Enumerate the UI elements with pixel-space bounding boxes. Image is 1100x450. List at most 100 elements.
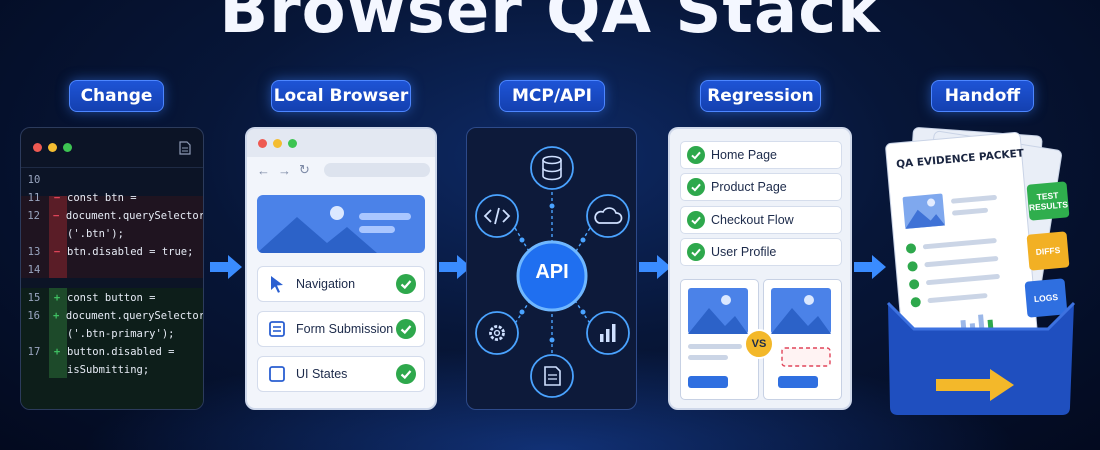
close-dot-icon bbox=[33, 143, 42, 152]
api-center-label: API bbox=[535, 261, 569, 283]
code-text: const btn = bbox=[67, 192, 137, 204]
api-center-node bbox=[516, 240, 588, 312]
code-line: 12−document.querySelector bbox=[21, 207, 204, 225]
vs-badge: VS bbox=[744, 329, 774, 359]
code-line: 13−btn.disabled = true; bbox=[21, 243, 203, 261]
code-window-titlebar bbox=[21, 128, 203, 168]
removed-gutter bbox=[49, 196, 67, 278]
image-icon bbox=[688, 288, 748, 388]
tab-diffs[interactable]: DIFFS bbox=[1026, 231, 1070, 271]
regression-item-label: Checkout Flow bbox=[711, 213, 794, 227]
minimize-dot-icon bbox=[273, 138, 282, 148]
line-number: 12 bbox=[27, 210, 41, 222]
check-circle-icon bbox=[396, 319, 416, 339]
code-line: 16 + document.querySelector bbox=[21, 307, 204, 325]
cloud-icon bbox=[586, 194, 630, 238]
maximize-dot-icon bbox=[288, 138, 297, 148]
flow-arrow-icon bbox=[639, 255, 671, 279]
database-icon bbox=[530, 146, 574, 190]
test-item-label: Form Submission bbox=[296, 322, 394, 336]
code-line: 17 + button.disabled = bbox=[21, 343, 203, 361]
form-icon bbox=[264, 321, 290, 337]
flow-arrow-icon bbox=[854, 255, 886, 279]
test-item-label: Navigation bbox=[296, 277, 356, 291]
check-circle-icon bbox=[396, 274, 416, 294]
stage-label-handoff: Handoff bbox=[931, 80, 1034, 112]
bar-chart-icon bbox=[586, 311, 630, 355]
flow-arrow-icon bbox=[210, 255, 242, 279]
code-line: 14 bbox=[21, 261, 203, 279]
test-item-form-submission[interactable]: Form Submission bbox=[257, 311, 425, 347]
stage-label-change: Change bbox=[69, 80, 164, 112]
code-line: 10 bbox=[21, 171, 203, 189]
api-hub-diagram bbox=[475, 146, 630, 398]
check-circle-icon bbox=[687, 211, 705, 229]
code-text: button.disabled = bbox=[67, 346, 175, 358]
page-hero-image bbox=[257, 195, 425, 253]
reload-icon[interactable]: ↻ bbox=[299, 162, 310, 177]
folder-icon bbox=[886, 301, 1076, 415]
local-browser-panel: ← → ↻ Navigation Form Submission UI Stat… bbox=[245, 127, 437, 410]
mcp-api-panel: API bbox=[466, 127, 637, 410]
tab-label: DIFFS bbox=[1035, 244, 1061, 258]
code-text: btn.disabled = true; bbox=[67, 246, 194, 258]
diff-marker: − bbox=[53, 246, 61, 258]
code-text: isSubmitting; bbox=[67, 364, 150, 376]
address-bar[interactable] bbox=[323, 163, 430, 177]
line-number: 16 bbox=[27, 310, 41, 322]
added-gutter bbox=[49, 288, 67, 378]
minimize-dot-icon bbox=[48, 143, 57, 152]
line-number: 15 bbox=[27, 292, 41, 304]
diff-marker: + bbox=[53, 292, 61, 304]
check-circle-icon bbox=[687, 178, 705, 196]
stage-label-local-browser: Local Browser bbox=[271, 80, 411, 112]
maximize-dot-icon bbox=[63, 143, 72, 152]
regression-item-label: Home Page bbox=[711, 148, 778, 162]
regression-item[interactable]: Product Page bbox=[680, 173, 842, 201]
close-dot-icon bbox=[258, 138, 267, 148]
regression-item-label: User Profile bbox=[711, 245, 777, 259]
test-item-navigation[interactable]: Navigation bbox=[257, 266, 425, 302]
line-number: 11 bbox=[27, 192, 41, 204]
regression-item[interactable]: User Profile bbox=[680, 238, 842, 266]
diff-marker: + bbox=[52, 310, 60, 322]
check-circle-icon bbox=[396, 364, 416, 384]
code-icon bbox=[475, 194, 519, 238]
forward-arrow-icon bbox=[936, 369, 1014, 401]
code-text: document.querySelector bbox=[65, 310, 204, 322]
regression-item[interactable]: Home Page bbox=[680, 141, 842, 169]
file-icon bbox=[179, 141, 191, 155]
test-item-label: UI States bbox=[296, 367, 348, 381]
line-number: 13 bbox=[27, 246, 41, 258]
check-circle-icon bbox=[687, 243, 705, 261]
document-icon bbox=[530, 354, 574, 398]
back-arrow-icon[interactable]: ← bbox=[257, 162, 270, 178]
diff-marker: − bbox=[52, 210, 60, 222]
code-text: const button = bbox=[67, 292, 156, 304]
tab-label: RESULTS bbox=[1028, 199, 1069, 213]
stage-label-regression: Regression bbox=[700, 80, 821, 112]
current-screenshot bbox=[763, 279, 842, 400]
forward-arrow-icon[interactable]: → bbox=[278, 162, 291, 178]
flow-arrow-icon bbox=[439, 255, 471, 279]
line-number: 14 bbox=[27, 264, 41, 276]
code-text: document.querySelector bbox=[65, 210, 204, 222]
diff-marker: + bbox=[53, 346, 61, 358]
cursor-icon bbox=[264, 275, 290, 293]
code-line: 11−const btn = bbox=[21, 189, 203, 207]
line-number: 10 bbox=[27, 174, 41, 186]
browser-titlebar bbox=[247, 129, 435, 157]
browser-nav-bar: ← → ↻ bbox=[247, 157, 435, 183]
regression-item[interactable]: Checkout Flow bbox=[680, 206, 842, 234]
gear-icon bbox=[475, 311, 519, 355]
code-line: ('.btn-primary'); bbox=[21, 325, 203, 343]
image-icon bbox=[771, 288, 831, 388]
check-circle-icon bbox=[687, 146, 705, 164]
code-text: ('.btn'); bbox=[67, 228, 124, 240]
checkbox-icon bbox=[264, 366, 290, 382]
test-item-ui-states[interactable]: UI States bbox=[257, 356, 425, 392]
line-number: 17 bbox=[27, 346, 41, 358]
